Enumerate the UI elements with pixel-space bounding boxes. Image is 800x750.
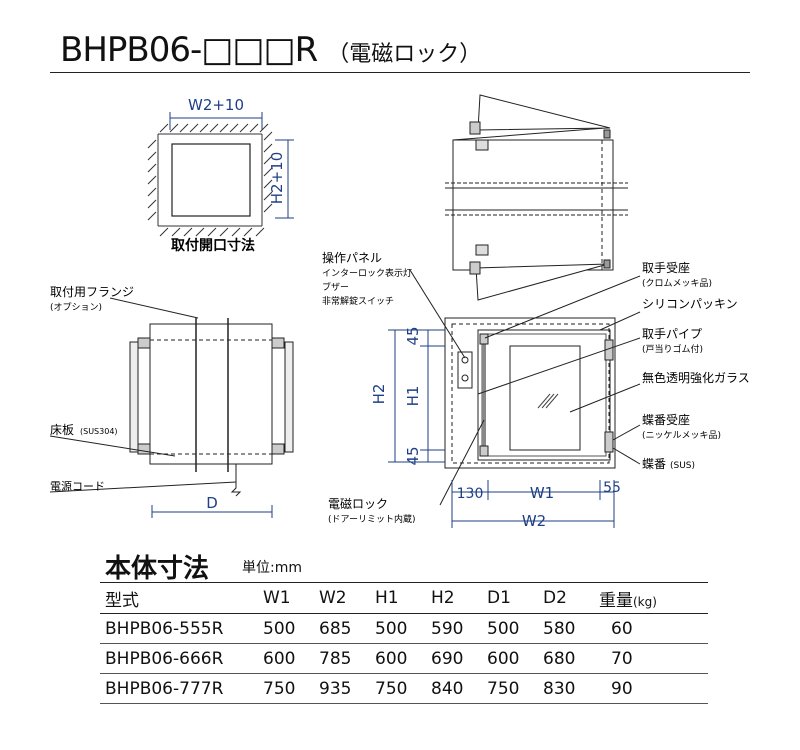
- technical-drawing: W2+10 H2+10 取付開口寸法: [49, 94, 750, 530]
- title-subtitle: （電磁ロック）: [327, 42, 482, 67]
- cell-w2: 685: [319, 613, 375, 644]
- cell-model: BHPB06-555R: [100, 613, 263, 644]
- col-weight-label: 重量: [599, 590, 633, 611]
- floor-label: 床板: [50, 423, 74, 437]
- panel-sub-2: ブザー: [322, 281, 349, 293]
- cell-h2: 840: [431, 673, 487, 704]
- col-w1: W1: [263, 582, 319, 614]
- dim-45-bottom: 45: [404, 446, 422, 465]
- col-model: 型式: [100, 582, 263, 614]
- col-weight-unit: (kg): [633, 594, 657, 609]
- callout-hinge: 蝶番: [642, 456, 666, 471]
- panel-label: 操作パネル: [322, 250, 382, 265]
- floor-sub: (SUS304): [80, 427, 118, 436]
- cell-model: BHPB06-777R: [100, 673, 263, 704]
- cell-h1: 500: [375, 613, 431, 644]
- panel-sub-1: インターロック表示灯: [322, 267, 412, 279]
- cell-w1: 500: [263, 613, 319, 644]
- opening-height-label: H2+10: [268, 152, 286, 204]
- cord-label: 電源コード: [50, 479, 105, 493]
- lock-sub: (ドアーリミット内蔵): [328, 513, 415, 525]
- opening-diagram: W2+10 H2+10 取付開口寸法: [147, 96, 294, 254]
- cell-h2: 690: [431, 643, 487, 674]
- callout-handle-seat: 取手受座: [642, 260, 690, 275]
- dim-h1: H1: [404, 386, 422, 407]
- cell-d2: 830: [543, 673, 599, 704]
- cell-d2: 680: [543, 643, 599, 674]
- callout-hinge-seat: 蝶番受座: [642, 412, 690, 427]
- spec-unit: 単位:mm: [242, 560, 302, 576]
- callout-silicone-packing: シリコンパッキン: [642, 297, 738, 311]
- cell-d1: 750: [487, 673, 543, 704]
- callout-glass: 無色透明強化ガラス: [642, 370, 750, 385]
- col-d2: D2: [543, 582, 599, 614]
- flange-sub: (オプション): [50, 302, 102, 313]
- page-title: BHPB06-□□□R （電磁ロック）: [60, 30, 481, 70]
- table-row: BHPB06-555R 500 685 500 590 500 580 60: [100, 613, 708, 644]
- flange-label: 取付用フランジ: [50, 285, 134, 299]
- dim-55: 55: [603, 480, 621, 496]
- table-row: BHPB06-666R 600 785 600 690 600 680 70: [100, 643, 708, 674]
- front-dimensions: [388, 329, 615, 528]
- cell-w1: 600: [263, 643, 319, 674]
- cell-d2: 580: [543, 613, 599, 644]
- dim-w1: W1: [530, 484, 554, 502]
- cell-model: BHPB06-666R: [100, 643, 263, 674]
- callout-handle-seat-sub: (クロムメッキ品): [642, 278, 712, 289]
- col-w2: W2: [319, 582, 375, 614]
- cell-weight: 60: [599, 613, 708, 644]
- col-d1: D1: [487, 582, 543, 614]
- cell-weight: 70: [599, 643, 708, 674]
- title-model: BHPB06-□□□R: [60, 30, 318, 70]
- col-h2: H2: [431, 582, 487, 614]
- table-row: BHPB06-777R 750 935 750 840 750 830 90: [100, 673, 708, 704]
- cell-h1: 600: [375, 643, 431, 674]
- cell-h2: 590: [431, 613, 487, 644]
- spec-table: 型式 W1 W2 H1 H2 D1 D2 重量(kg) BHPB06-555R …: [100, 582, 708, 704]
- cell-d1: 600: [487, 643, 543, 674]
- side-view: [49, 297, 294, 518]
- opening-width-label: W2+10: [188, 96, 244, 114]
- callout-handle-pipe-sub: (戸当りゴム付): [642, 343, 703, 355]
- panel-sub-3: 非常解錠スイッチ: [322, 295, 394, 307]
- callout-hinge-sub: (SUS): [670, 461, 695, 471]
- col-weight: 重量(kg): [599, 582, 708, 614]
- cell-w2: 785: [319, 643, 375, 674]
- spec-heading: 本体寸法: [105, 554, 210, 584]
- spec-header-row: 型式 W1 W2 H1 H2 D1 D2 重量(kg): [100, 582, 708, 614]
- cell-h1: 750: [375, 673, 431, 704]
- cell-w1: 750: [263, 673, 319, 704]
- title-divider: [50, 72, 750, 73]
- cell-w2: 935: [319, 673, 375, 704]
- dim-130: 130: [457, 486, 484, 502]
- cell-d1: 500: [487, 613, 543, 644]
- depth-label: D: [206, 494, 218, 512]
- top-view: [445, 94, 628, 301]
- dim-45-top: 45: [404, 326, 422, 345]
- callout-handle-pipe: 取手パイプ: [642, 327, 702, 341]
- dim-h2: H2: [370, 384, 388, 405]
- lock-label: 電磁ロック: [328, 496, 388, 511]
- front-view: [409, 269, 641, 506]
- cell-weight: 90: [599, 673, 708, 704]
- col-h1: H1: [375, 582, 431, 614]
- opening-caption: 取付開口寸法: [171, 237, 255, 254]
- dim-w2: W2: [522, 512, 546, 530]
- callout-hinge-seat-sub: (ニッケルメッキ品): [642, 430, 721, 441]
